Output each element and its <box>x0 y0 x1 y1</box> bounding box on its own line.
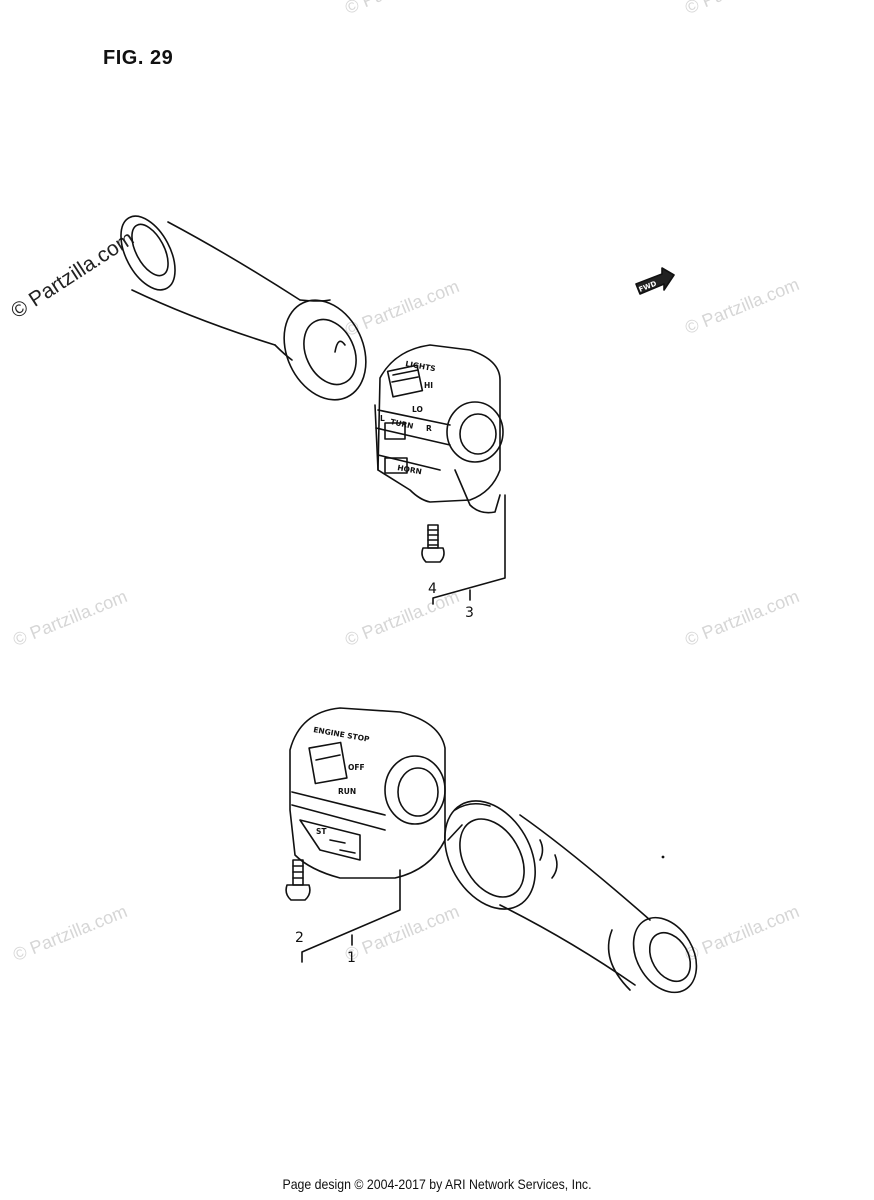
label-run: RUN <box>338 787 356 796</box>
engine-stop-switch-housing <box>289 707 446 879</box>
label-engine-stop: ENGINE STOP <box>313 725 371 744</box>
left-handlebar-grip <box>120 215 367 401</box>
label-turn-r: R <box>426 424 432 433</box>
fwd-arrow-icon <box>635 267 675 295</box>
label-turn: TURN <box>390 417 415 431</box>
lighting-switch-housing <box>374 344 504 514</box>
right-handlebar-grip <box>444 800 698 994</box>
callout-part-4: 4 <box>428 581 437 597</box>
figure-title: FIG. 29 <box>103 47 174 69</box>
callout-part-2: 2 <box>295 930 304 946</box>
callout-bracket-3 <box>432 494 506 605</box>
label-start: ST <box>316 827 327 836</box>
callout-part-3: 3 <box>465 605 474 621</box>
label-horn: HORN <box>397 463 423 476</box>
label-lo: LO <box>412 405 423 414</box>
screw-part-2 <box>285 859 311 901</box>
callout-part-1: 1 <box>347 950 356 966</box>
screw-part-4 <box>421 524 445 563</box>
label-hi: HI <box>424 381 433 390</box>
page-footer: Page design © 2004-2017 by ARI Network S… <box>282 1176 592 1192</box>
label-off: OFF <box>348 763 365 772</box>
label-turn-l: L <box>380 414 385 423</box>
callout-bracket-1 <box>301 869 401 963</box>
